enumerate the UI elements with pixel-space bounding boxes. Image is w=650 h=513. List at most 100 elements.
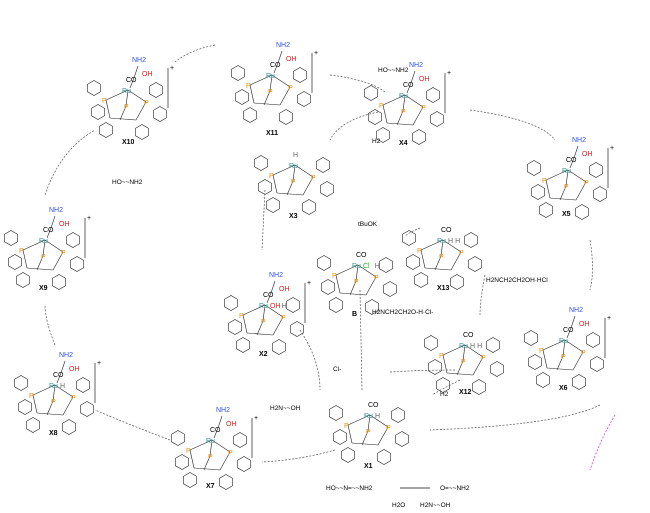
- ligand-co: CO: [566, 157, 577, 164]
- phenyl-ring: [391, 407, 405, 423]
- phenyl-ring: [272, 339, 286, 355]
- charge-sign: +: [170, 65, 174, 72]
- charge-sign: +: [254, 415, 258, 422]
- phenyl-ring: [402, 230, 416, 246]
- phenyl-ring: [490, 361, 504, 377]
- complex-label: X12: [459, 389, 472, 396]
- charge-sign: +: [97, 360, 101, 367]
- phosphorus-atom: P: [261, 319, 266, 326]
- phenyl-ring: [590, 356, 604, 372]
- charge-sign: +: [307, 280, 311, 287]
- ligand-co: CO: [463, 332, 474, 339]
- ruthenium-atom: Ru: [39, 238, 48, 245]
- reagent-ethanolamine-x2: H2N~~OH: [270, 405, 301, 412]
- reaction-arrow: [389, 369, 456, 373]
- reaction-arrow: [329, 74, 386, 93]
- ligand-co: CO: [43, 227, 54, 234]
- phenyl-ring: [258, 179, 272, 195]
- ligand-h: H: [375, 263, 380, 270]
- phosphorus-atom: P: [542, 178, 547, 185]
- ligand-h: H: [282, 303, 287, 310]
- reagent-water: H2O: [392, 502, 405, 509]
- phenyl-ring: [135, 124, 149, 140]
- ligand-co: CO: [368, 402, 379, 409]
- phenyl-ring: [424, 335, 438, 351]
- complex-label: X1: [364, 463, 373, 470]
- phosphorus-atom: P: [124, 104, 129, 111]
- phenyl-ring: [243, 107, 257, 123]
- phenyl-ring: [383, 281, 397, 297]
- ligand-h: H: [293, 152, 298, 159]
- phenyl-ring: [379, 257, 393, 273]
- phenyl-ring: [406, 254, 420, 270]
- phenyl-ring: [4, 230, 18, 246]
- reaction-arrow: [359, 289, 363, 391]
- phosphorus-atom: P: [379, 103, 384, 110]
- phenyl-ring: [377, 449, 391, 465]
- phenyl-ring: [286, 297, 300, 313]
- phenyl-ring: [321, 279, 335, 295]
- ruthenium-atom: Ru: [459, 343, 468, 350]
- hydroxyl-group: OH: [419, 76, 430, 83]
- ligand-h: H: [470, 343, 475, 350]
- ruthenium-atom: Ru: [437, 238, 446, 245]
- phenyl-ring: [219, 474, 233, 490]
- ligand-co: CO: [441, 227, 452, 234]
- complex-label: X11: [266, 130, 278, 137]
- ruthenium-atom: Ru: [562, 168, 571, 175]
- ligand-h: H: [448, 238, 453, 245]
- phenyl-ring: [293, 67, 307, 83]
- charge-sign: +: [607, 315, 611, 322]
- phenyl-ring: [153, 106, 167, 122]
- phenyl-ring: [531, 184, 545, 200]
- phosphorus-atom: P: [481, 355, 486, 362]
- reagent-amine-hcl: H2NCH2CH2OH·HCl: [486, 277, 548, 284]
- reaction-arrow: [174, 44, 216, 63]
- reaction-arrow: [429, 404, 601, 431]
- phenyl-ring: [316, 157, 330, 173]
- phosphorus-atom: P: [19, 248, 24, 255]
- ruthenium-atom: Ru: [352, 263, 361, 270]
- phenyl-ring: [329, 405, 343, 421]
- phosphorus-atom: P: [246, 83, 251, 90]
- reagent-imine: HO~~N=~~NH2: [326, 485, 373, 492]
- complex-label: X5: [562, 211, 571, 218]
- phenyl-ring: [428, 359, 442, 375]
- ligand-co: CO: [403, 82, 414, 89]
- phosphorus-atom: P: [311, 175, 316, 182]
- phenyl-ring: [14, 375, 28, 391]
- ligand-h: H: [60, 383, 65, 390]
- phosphorus-atom: P: [102, 98, 107, 105]
- reaction-arrow: [404, 227, 421, 237]
- phenyl-ring: [149, 82, 163, 98]
- phenyl-ring: [237, 456, 251, 472]
- phenyl-ring: [364, 85, 378, 101]
- reagent-ethanolamine-top: HO~~NH2: [378, 67, 409, 74]
- phenyl-ring: [528, 354, 542, 370]
- phosphorus-atom: P: [421, 105, 426, 112]
- phenyl-ring: [76, 377, 90, 393]
- phenyl-ring: [18, 399, 32, 415]
- phosphorus-atom: P: [461, 359, 466, 366]
- ligand-h: H: [455, 238, 460, 245]
- phenyl-ring: [414, 272, 428, 288]
- complex-label: X10: [122, 139, 135, 146]
- ruthenium-atom: Ru: [364, 413, 373, 420]
- complex-label: X3: [289, 213, 298, 220]
- phosphorus-atom: P: [332, 273, 337, 280]
- phenyl-ring: [175, 454, 189, 470]
- phenyl-ring: [365, 299, 379, 315]
- phenyl-ring: [52, 274, 66, 290]
- phosphorus-atom: P: [344, 423, 349, 430]
- phenyl-ring: [91, 104, 105, 120]
- reagent-aldehyde: O=~~NH2: [440, 485, 470, 492]
